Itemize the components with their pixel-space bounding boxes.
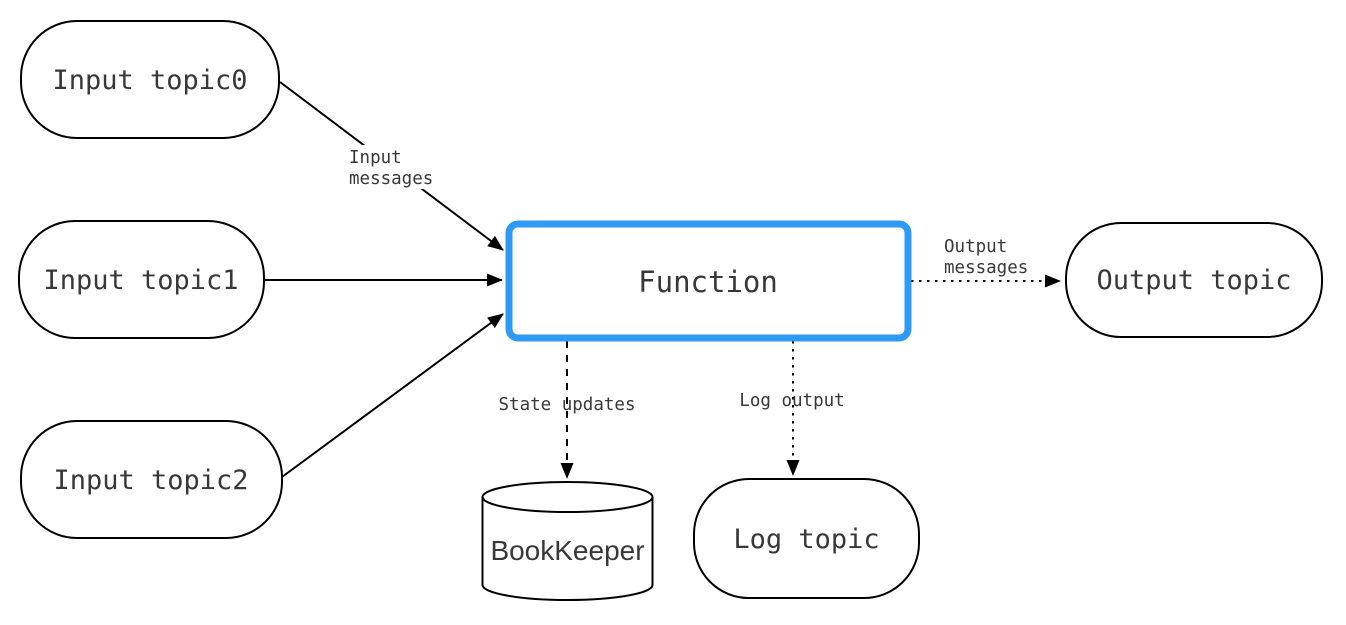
output-topic-label: Output topic	[1096, 265, 1291, 296]
input-topic2-shape	[20, 420, 283, 539]
output-messages-label-line2: messages	[944, 258, 1028, 278]
input-topic0-label: Input topic0	[52, 65, 247, 96]
input-topic2-label: Input topic2	[53, 465, 248, 496]
edges	[264, 81, 1061, 479]
input-topic0-shape	[20, 20, 280, 139]
log-topic-shape	[693, 478, 920, 599]
bookkeeper-cylinder-top	[481, 481, 654, 513]
function-box	[505, 220, 912, 342]
output-messages-label-line1: Output	[944, 237, 1007, 257]
input-messages-label-line2: messages	[349, 169, 433, 189]
nodes	[18, 20, 1323, 601]
bookkeeper-cylinder	[481, 481, 654, 601]
node-labels: Input topic0 Input topic1 Input topic2 F…	[43, 65, 1291, 566]
input-messages-label-background	[345, 145, 439, 189]
bookkeeper-label: BookKeeper	[490, 535, 644, 566]
output-topic-shape	[1065, 222, 1323, 338]
bookkeeper-cylinder-body	[481, 497, 654, 601]
input-topic1-label: Input topic1	[43, 265, 238, 296]
edge-labels: Input messages Output messages State upd…	[349, 148, 1028, 415]
edge-input-topic2-to-function	[281, 313, 504, 478]
state-updates-label: State updates	[499, 395, 636, 415]
input-topic1-shape	[18, 220, 265, 339]
log-output-label: Log output	[739, 391, 844, 411]
input-messages-label-line1: Input	[349, 148, 402, 168]
log-topic-label: Log topic	[733, 524, 879, 555]
function-label: Function	[638, 265, 778, 299]
